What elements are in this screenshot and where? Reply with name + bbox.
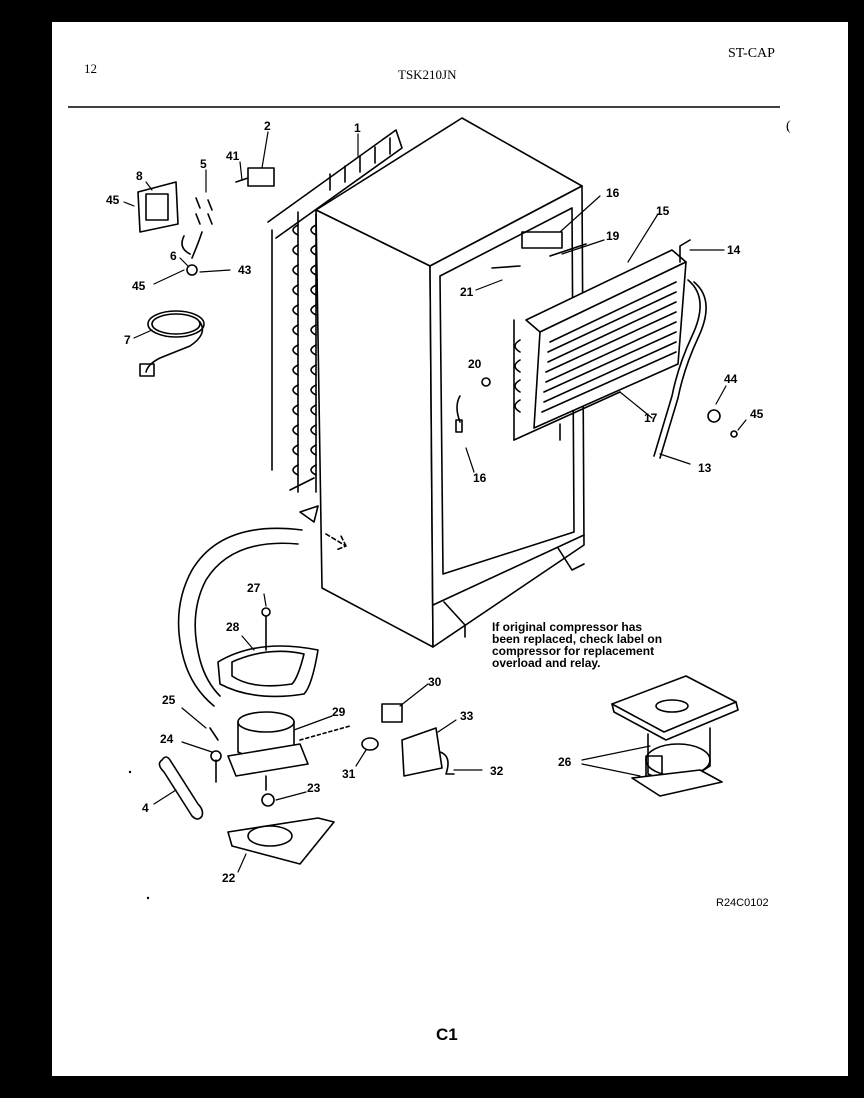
callout-28-left: 28 <box>226 620 240 634</box>
callout-19: 19 <box>606 229 620 243</box>
scan-specks <box>128 129 789 900</box>
condenser-coil <box>267 129 403 493</box>
dashed-arrow <box>325 533 347 551</box>
callout-45-middle: 45 <box>132 279 146 293</box>
callout-33: 33 <box>460 709 474 723</box>
callout-22: 22 <box>222 871 236 885</box>
evaporator-assembly <box>513 239 707 459</box>
callout-24: 24 <box>160 732 174 746</box>
model-number: TSK210JN <box>398 67 457 82</box>
replacement-compressor <box>611 675 739 797</box>
callout-23: 23 <box>307 781 321 795</box>
callout-6: 6 <box>170 249 177 263</box>
pointer-arrow <box>299 505 319 523</box>
callout-44: 44 <box>724 372 738 386</box>
section-code: ST-CAP <box>728 46 775 61</box>
refrigerator-cabinet <box>315 117 585 648</box>
callout-26: 26 <box>558 755 572 769</box>
callout-7: 7 <box>124 333 131 347</box>
page-label: C1 <box>436 1025 458 1044</box>
callout-45-top: 45 <box>106 193 120 207</box>
callout-1: 1 <box>354 121 361 135</box>
power-cord-assembly <box>137 167 275 377</box>
callout-17: 17 <box>644 411 658 425</box>
callout-2: 2 <box>264 119 271 133</box>
callout-30: 30 <box>428 675 442 689</box>
leader-lines <box>123 131 747 873</box>
callout-29: 29 <box>332 705 346 719</box>
compressor-assembly <box>158 607 335 865</box>
small-front-parts <box>455 231 738 438</box>
callout-25: 25 <box>162 693 176 707</box>
callout-32: 32 <box>490 764 504 778</box>
callout-16-top: 16 <box>606 186 620 200</box>
margin-mark: ( <box>786 119 791 134</box>
callout-13: 13 <box>698 461 712 475</box>
callout-14: 14 <box>727 243 741 257</box>
page-number: 12 <box>84 61 97 76</box>
callout-8: 8 <box>136 169 143 183</box>
note-line-4: overload and relay. <box>492 656 601 670</box>
callout-27: 27 <box>247 581 261 595</box>
callout-31: 31 <box>342 767 356 781</box>
callout-21: 21 <box>460 285 474 299</box>
callout-41: 41 <box>226 149 240 163</box>
callout-15: 15 <box>656 204 670 218</box>
callout-16-bottom: 16 <box>473 471 487 485</box>
relay-overload-parts <box>299 703 455 777</box>
note-line-2: been replaced, check label on <box>492 632 663 646</box>
callout-5: 5 <box>200 157 207 171</box>
callout-43: 43 <box>238 263 252 277</box>
tubing-outer <box>177 527 303 707</box>
note-line-3: compressor for replacement <box>492 644 655 658</box>
note-line-1: If original compressor has <box>492 620 643 634</box>
diagram-code: R24C0102 <box>716 897 769 909</box>
tubing-inner <box>194 542 299 697</box>
callout-20: 20 <box>468 357 482 371</box>
callout-4: 4 <box>142 801 149 815</box>
callout-45-right: 45 <box>750 407 764 421</box>
